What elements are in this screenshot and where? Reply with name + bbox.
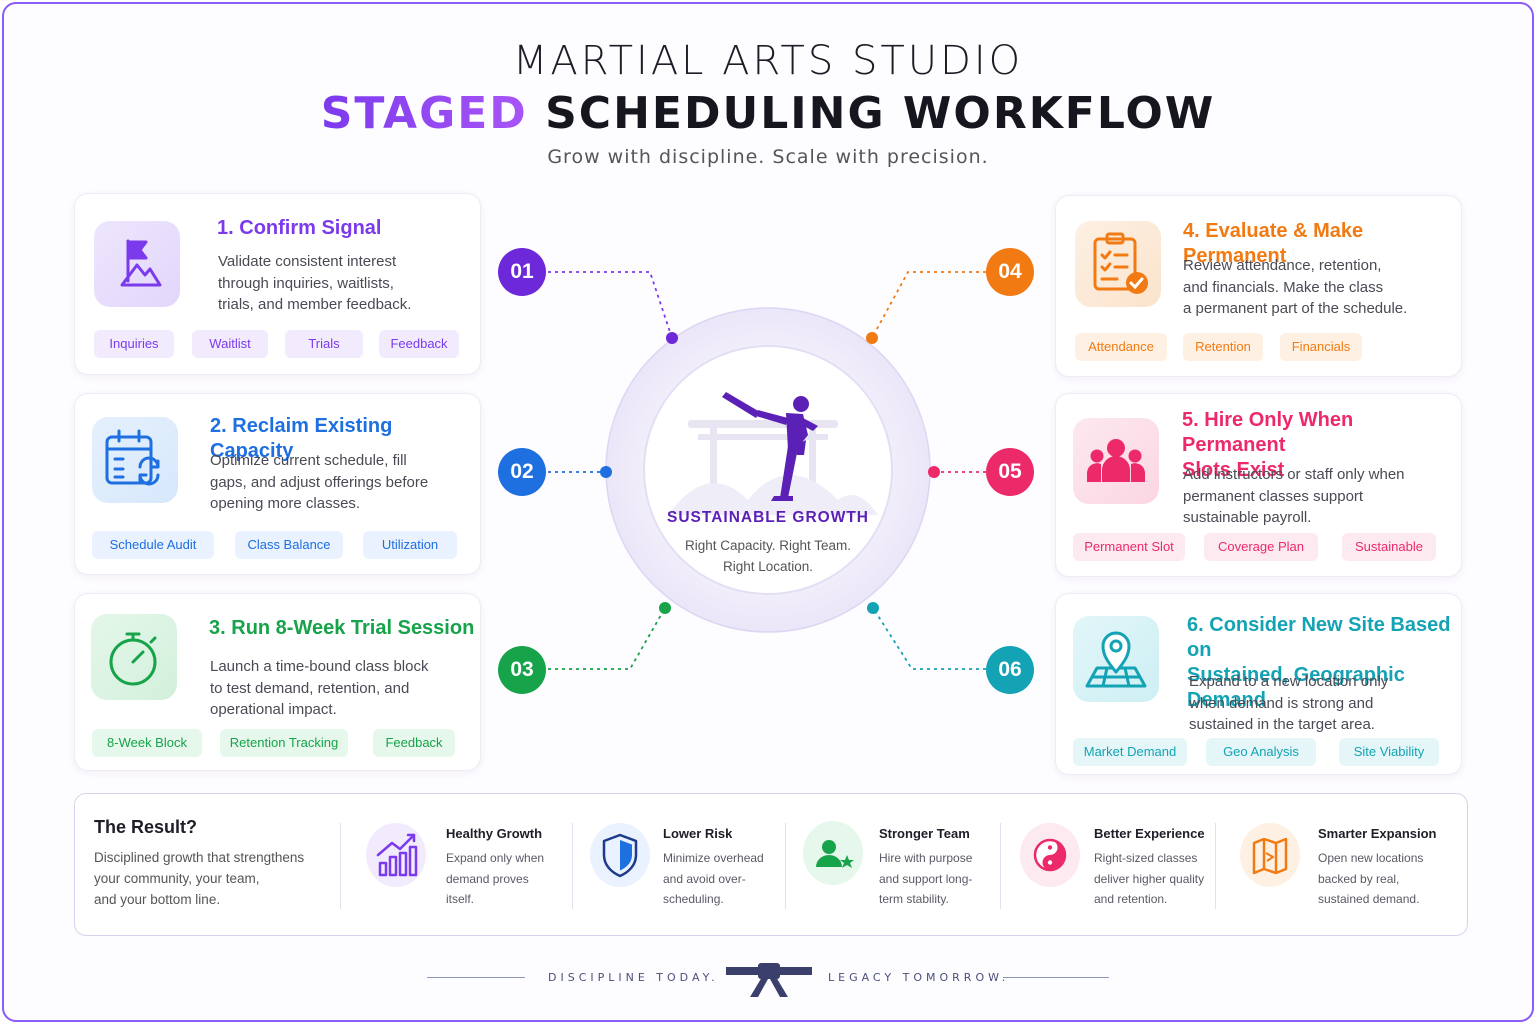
page-title-line2: STAGED SCHEDULING WORKFLOW bbox=[0, 88, 1536, 139]
chip-trials: Trials bbox=[285, 330, 363, 358]
map-pin-icon bbox=[1073, 616, 1159, 702]
martial-artist-icon bbox=[722, 392, 818, 501]
ring-dot-04 bbox=[866, 332, 878, 344]
center-ring bbox=[605, 307, 931, 633]
chip-geo-analysis: Geo Analysis bbox=[1206, 738, 1316, 766]
connector-04 bbox=[871, 271, 986, 339]
connector-01 bbox=[548, 271, 673, 339]
ring-dot-02 bbox=[600, 466, 612, 478]
step-card-2: 2. Reclaim Existing Capacity Optimize cu… bbox=[74, 393, 481, 575]
yin-yang-icon bbox=[1020, 823, 1080, 887]
chip-retention: Retention bbox=[1183, 333, 1263, 361]
divider bbox=[1215, 823, 1216, 909]
black-belt-icon bbox=[726, 963, 812, 997]
chip-8-week-block: 8-Week Block bbox=[92, 729, 202, 757]
result-item-1-title: Healthy Growth bbox=[446, 826, 543, 841]
divider bbox=[572, 823, 573, 909]
title-rest: SCHEDULING WORKFLOW bbox=[545, 88, 1216, 139]
user-star-icon bbox=[803, 821, 863, 885]
step-2-title: 2. Reclaim Existing Capacity bbox=[210, 415, 393, 462]
step-badge-02: 02 bbox=[498, 448, 546, 496]
chip-class-balance: Class Balance bbox=[235, 531, 343, 559]
result-title: The Result? bbox=[94, 817, 198, 837]
chip-market-demand: Market Demand bbox=[1073, 738, 1187, 766]
chip-attendance: Attendance bbox=[1075, 333, 1167, 361]
step-4-title: 4. Evaluate & Make Permanent bbox=[1183, 220, 1364, 267]
connector-03 bbox=[548, 607, 666, 670]
chip-permanent-slot: Permanent Slot bbox=[1073, 533, 1185, 561]
footer-line-right bbox=[1003, 977, 1109, 978]
chip-utilization: Utilization bbox=[363, 531, 457, 559]
center-line2: Right Location. bbox=[722, 559, 814, 574]
result-item-4-title: Better Experience bbox=[1094, 826, 1205, 841]
page-title-line1: MARTIAL ARTS STUDIO bbox=[512, 38, 1024, 84]
result-item-2-title: Lower Risk bbox=[663, 826, 733, 841]
footer-right-text: LEGACY TOMORROW. bbox=[828, 971, 1010, 984]
step-1-title: 1. Confirm Signal bbox=[217, 217, 382, 239]
calendar-refresh-icon bbox=[92, 417, 178, 503]
chip-schedule-audit: Schedule Audit bbox=[92, 531, 214, 559]
flag-mountain-icon bbox=[94, 221, 180, 307]
ring-dot-01 bbox=[666, 332, 678, 344]
folded-map-icon bbox=[1240, 823, 1300, 887]
chip-coverage-plan: Coverage Plan bbox=[1204, 533, 1318, 561]
stopwatch-icon bbox=[91, 614, 177, 700]
chip-sustainable: Sustainable bbox=[1342, 533, 1436, 561]
tagline: Grow with discipline. Scale with precisi… bbox=[547, 146, 989, 168]
title-accent: STAGED bbox=[320, 88, 528, 139]
chip-feedback: Feedback bbox=[379, 330, 459, 358]
divider bbox=[340, 823, 341, 909]
ring-dot-06 bbox=[867, 602, 879, 614]
team-icon bbox=[1073, 418, 1159, 504]
step-6-title: 6. Consider New Site Based on Sustained,… bbox=[1187, 614, 1451, 711]
step-badge-05: 05 bbox=[986, 448, 1034, 496]
step-4-desc: Review attendance, retention,and financi… bbox=[1183, 257, 1408, 317]
footer-left-text: DISCIPLINE TODAY. bbox=[548, 971, 719, 984]
footer-line-left bbox=[427, 977, 525, 978]
step-card-1: 1. Confirm Signal Validate consistent in… bbox=[74, 193, 481, 375]
chip-retention-tracking: Retention Tracking bbox=[220, 729, 348, 757]
ring-dot-03 bbox=[659, 602, 671, 614]
center-title: SUSTAINABLE GROWTH bbox=[667, 509, 869, 526]
step-card-3: 3. Run 8-Week Trial Session Launch a tim… bbox=[74, 593, 481, 771]
ring-dot-05 bbox=[928, 466, 940, 478]
step-card-4: 4. Evaluate & Make Permanent Review atte… bbox=[1055, 195, 1462, 377]
step-3-title: 3. Run 8-Week Trial Session bbox=[209, 617, 475, 639]
result-panel bbox=[74, 793, 1468, 936]
growth-chart-icon bbox=[366, 823, 426, 887]
mountain-silhouette bbox=[668, 475, 878, 515]
result-item-3-title: Stronger Team bbox=[879, 826, 970, 841]
chip-financials: Financials bbox=[1280, 333, 1362, 361]
chip-inquiries: Inquiries bbox=[94, 330, 174, 358]
step-card-6: 6. Consider New Site Based on Sustained,… bbox=[1055, 593, 1462, 775]
step-card-5: 5. Hire Only When Permanent Slots Exist … bbox=[1055, 393, 1462, 577]
step-badge-04: 04 bbox=[986, 248, 1034, 296]
chip-feedback-3: Feedback bbox=[373, 729, 455, 757]
result-item-5-title: Smarter Expansion bbox=[1318, 826, 1437, 841]
step-badge-01: 01 bbox=[498, 248, 546, 296]
step-5-title: 5. Hire Only When Permanent Slots Exist bbox=[1182, 409, 1354, 481]
shield-icon bbox=[590, 823, 650, 887]
step-badge-03: 03 bbox=[498, 646, 546, 694]
divider bbox=[785, 823, 786, 909]
center-line1: Right Capacity. Right Team. bbox=[684, 538, 852, 553]
clipboard-check-icon bbox=[1075, 221, 1161, 307]
chip-site-viability: Site Viability bbox=[1339, 738, 1439, 766]
chip-waitlist: Waitlist bbox=[192, 330, 268, 358]
divider bbox=[1000, 823, 1001, 909]
step-badge-06: 06 bbox=[986, 646, 1034, 694]
